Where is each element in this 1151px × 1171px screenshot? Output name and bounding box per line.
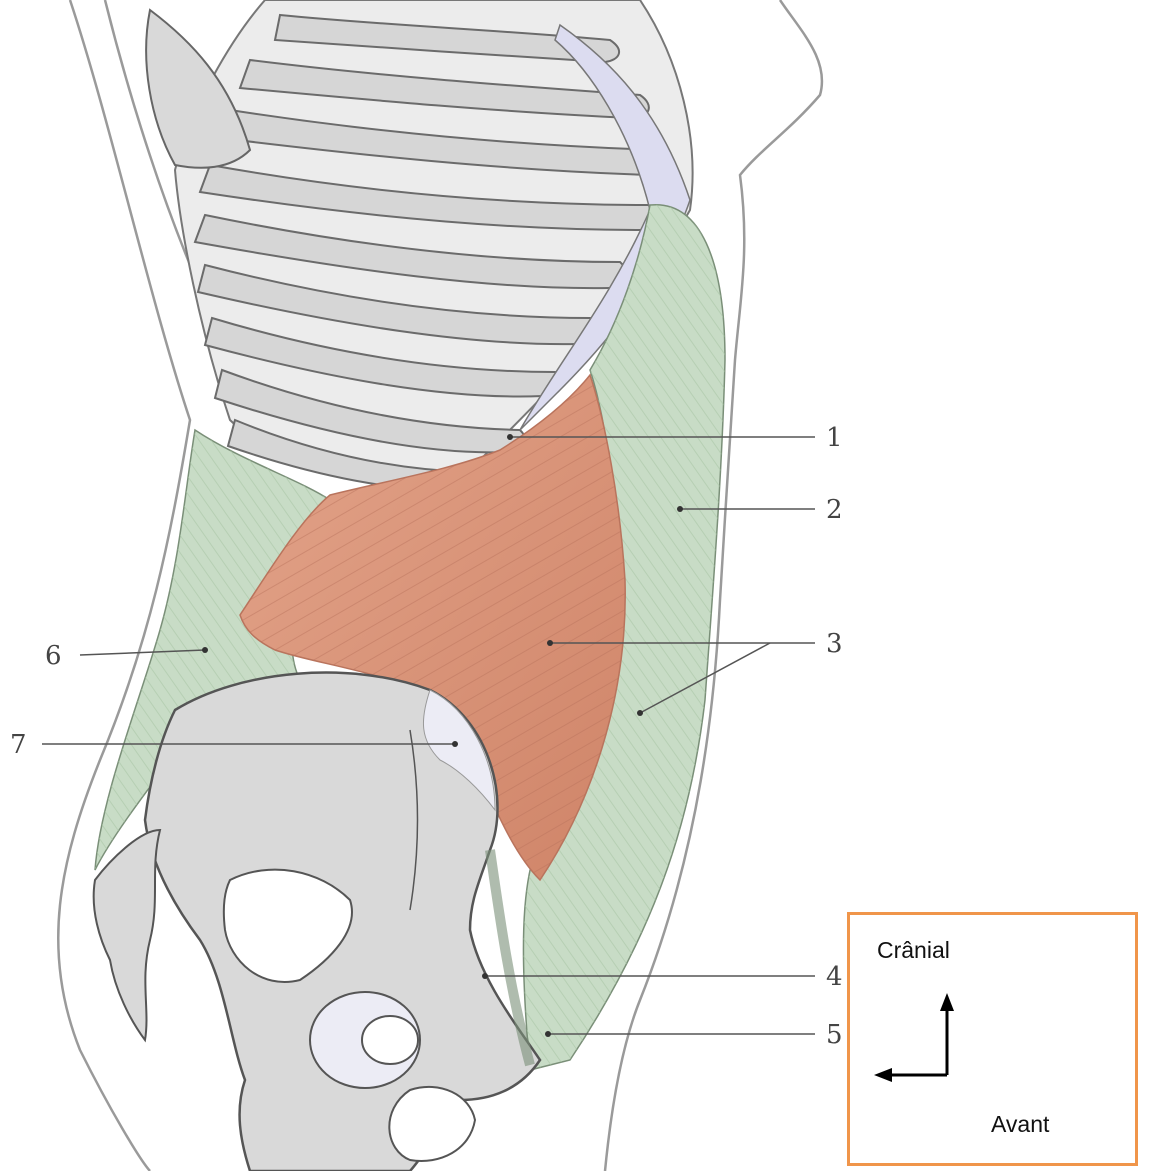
label-6: 6 [45,643,62,669]
label-1: 1 [826,425,843,451]
label-2: 2 [826,497,843,523]
label-5: 5 [826,1022,843,1048]
orientation-left-label: Avant [991,1111,1049,1138]
orientation-box: Crânial Avant [847,912,1138,1166]
label-4: 4 [826,964,843,990]
label-7: 7 [10,732,27,758]
pelvis [94,673,540,1171]
label-3: 3 [826,631,843,657]
